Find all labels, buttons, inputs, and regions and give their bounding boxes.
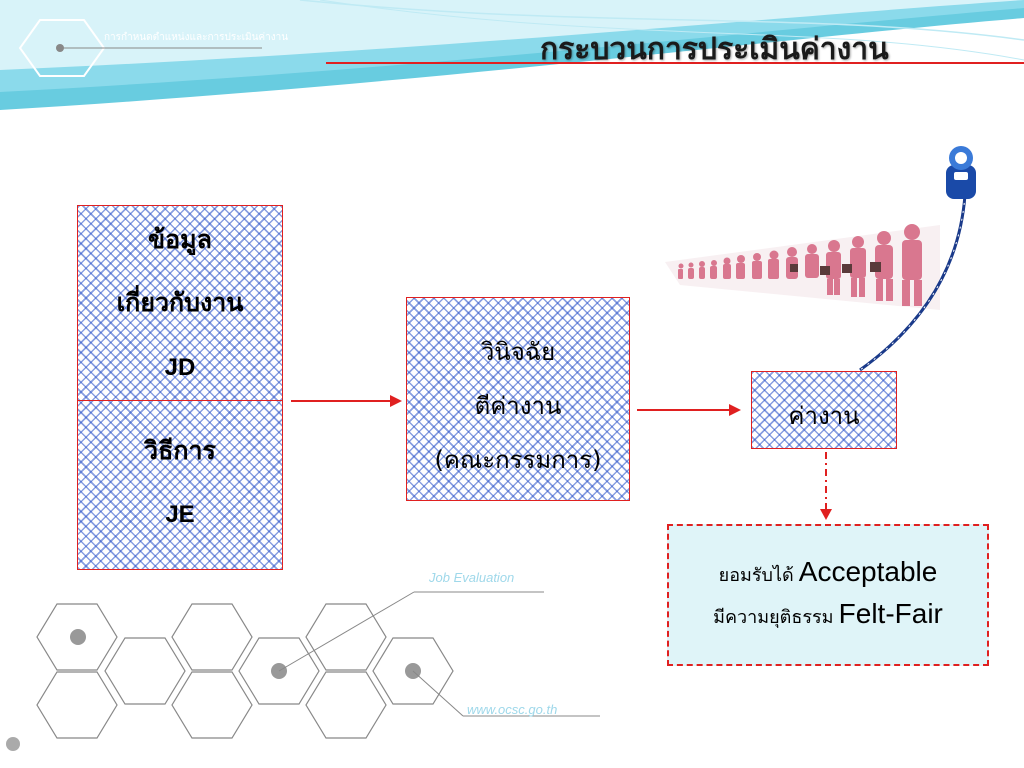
job-evaluation-method-box: วิธีการ JE	[77, 400, 283, 570]
arrow-right-icon	[291, 395, 402, 407]
box-line: เกี่ยวกับงาน	[116, 288, 244, 317]
header-subtitle: การกำหนดตำแหน่งและการประเมินค่างาน	[104, 32, 289, 43]
box-line: JE	[165, 501, 195, 528]
arrow-down-icon	[820, 452, 832, 520]
measuring-tape-icon	[859, 146, 976, 372]
job-value-label: ค่างาน	[788, 402, 860, 430]
box-line: JD	[164, 354, 196, 381]
website-link[interactable]: www.ocsc.go.th	[467, 702, 558, 717]
box-line: วิธีการ	[144, 436, 216, 465]
box-line: ตีค่างาน	[474, 392, 562, 420]
box-line: ข้อมูล	[148, 225, 212, 254]
hexagon-cluster	[36, 603, 454, 739]
job-evaluation-label: Job Evaluation	[429, 570, 515, 585]
header-swoosh-pale	[0, 0, 1024, 70]
job-value-box: ค่างาน	[751, 371, 897, 449]
job-description-box: ข้อมูล เกี่ยวกับงาน JD	[77, 205, 283, 401]
committee-decision-box: วินิจฉัย ตีค่างาน (คณะกรรมการ)	[406, 297, 630, 501]
people-queue-image	[665, 224, 940, 310]
acceptable-line: ยอมรับได้ Acceptable	[669, 556, 987, 589]
box-line: (คณะกรรมการ)	[434, 446, 602, 474]
felt-fair-english: Felt-Fair	[838, 598, 943, 629]
arrow-right-icon	[637, 404, 741, 416]
box-line: วินิจฉัย	[480, 338, 556, 366]
page-title: กระบวนการประเมินค่างาน	[540, 32, 889, 67]
felt-fair-line: มีความยุติธรรม Felt-Fair	[669, 598, 987, 631]
header-hexagon-icon	[18, 19, 106, 77]
felt-fair-thai: มีความยุติธรรม	[713, 607, 834, 628]
result-box: ยอมรับได้ Acceptable มีความยุติธรรม Felt…	[667, 524, 989, 666]
acceptable-english: Acceptable	[798, 556, 938, 587]
acceptable-thai: ยอมรับได้	[718, 565, 794, 586]
